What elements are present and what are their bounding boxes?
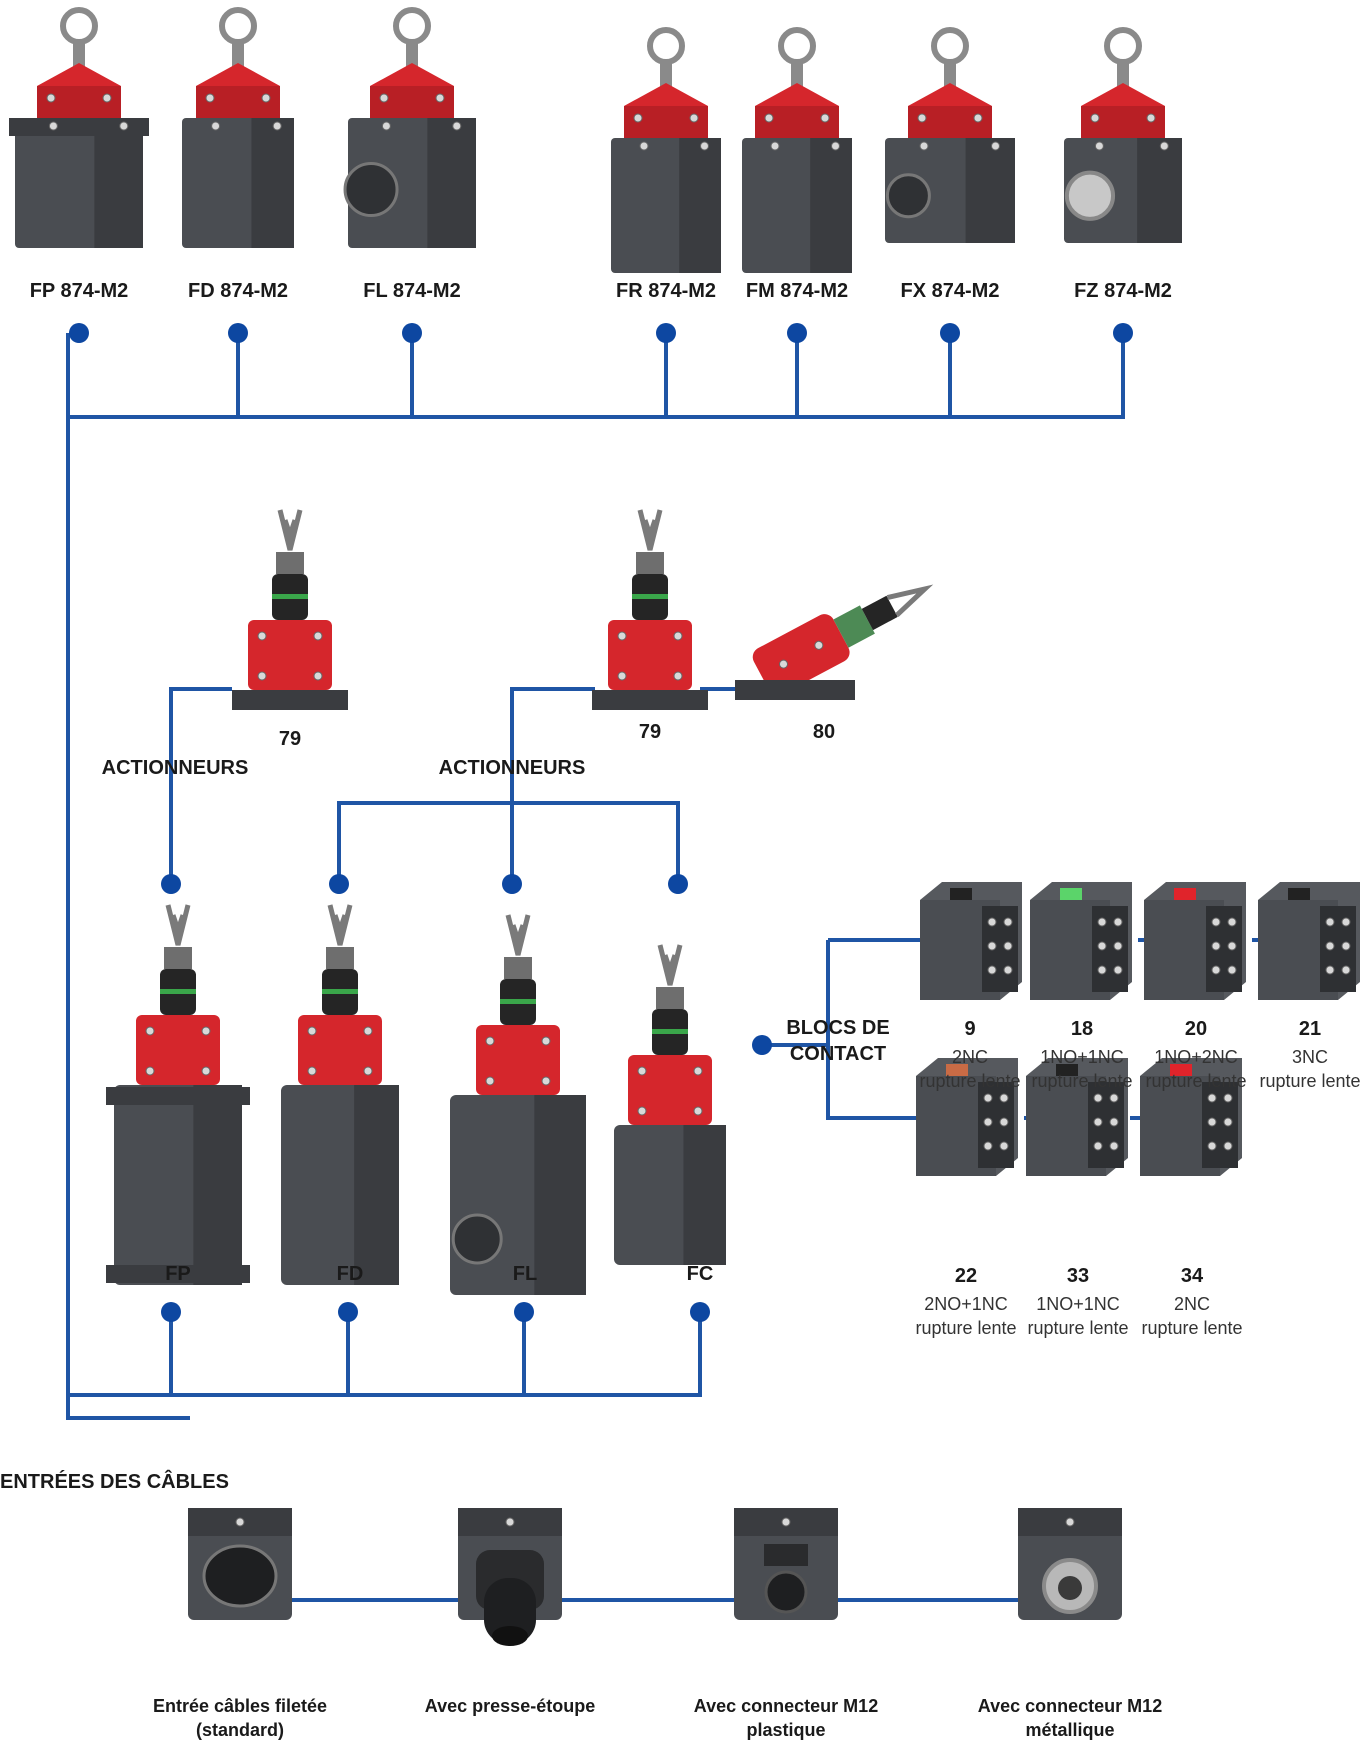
switch-ring-icon bbox=[9, 10, 149, 248]
actuators-right-title: ACTIONNEURS bbox=[439, 757, 586, 779]
model-connector-dot bbox=[787, 323, 807, 343]
contact-block-type: rupture lente bbox=[1145, 1071, 1246, 1091]
actuator-right-line bbox=[512, 689, 595, 884]
product-images bbox=[9, 10, 1360, 1646]
contact-block-type: rupture lente bbox=[915, 1318, 1016, 1338]
cable-entry-label: (standard) bbox=[196, 1720, 284, 1740]
model-label: FD 874-M2 bbox=[188, 280, 288, 302]
model-label: FM 874-M2 bbox=[746, 280, 848, 302]
switch-ring-icon bbox=[742, 30, 852, 273]
actuator-left-dot bbox=[161, 874, 181, 894]
threaded-entry-icon bbox=[188, 1508, 292, 1620]
model-label: FX 874-M2 bbox=[901, 280, 1000, 302]
contact-block-icon bbox=[1258, 882, 1360, 1000]
top-bus-line bbox=[68, 333, 1123, 417]
contact-block-code: 21 bbox=[1299, 1018, 1321, 1040]
contact-block-icon bbox=[1030, 882, 1132, 1000]
contact-block-code: 18 bbox=[1071, 1018, 1093, 1040]
model-label: FZ 874-M2 bbox=[1074, 280, 1172, 302]
contact-block-config: 1NO+1NC bbox=[1040, 1047, 1124, 1067]
cable-entry-label: Avec connecteur M12 bbox=[978, 1696, 1162, 1716]
body-label: FL bbox=[513, 1263, 537, 1285]
contact-block-code: 34 bbox=[1181, 1265, 1204, 1287]
model-label: FR 874-M2 bbox=[616, 280, 716, 302]
actuator-code-label: 80 bbox=[813, 721, 835, 743]
actuator-79-right-icon bbox=[592, 510, 708, 710]
body-bus-line bbox=[68, 1312, 700, 1395]
switch-ring-icon bbox=[611, 30, 721, 273]
switch-ring-icon bbox=[885, 30, 1015, 243]
actuator-right-dot bbox=[668, 874, 688, 894]
body-label: FD bbox=[337, 1263, 364, 1285]
body-label: FC bbox=[687, 1263, 714, 1285]
m12-plastic-connector-icon bbox=[734, 1508, 838, 1620]
contact-blocks-title: CONTACT bbox=[790, 1043, 886, 1065]
contact-block-icon bbox=[1144, 882, 1246, 1000]
contact-block-config: 1NO+1NC bbox=[1036, 1294, 1120, 1314]
body-connector-dot bbox=[514, 1302, 534, 1322]
switch-fl-body-icon bbox=[450, 915, 586, 1295]
contact-block-code: 33 bbox=[1067, 1265, 1089, 1287]
actuator-80-icon bbox=[749, 566, 937, 699]
actuator-right-dot bbox=[502, 874, 522, 894]
body-connector-dot bbox=[338, 1302, 358, 1322]
contact-block-config: 3NC bbox=[1292, 1047, 1328, 1067]
cable-entry-label: Avec connecteur M12 bbox=[694, 1696, 878, 1716]
switch-ring-icon bbox=[345, 10, 476, 248]
contact-block-code: 20 bbox=[1185, 1018, 1207, 1040]
actuator-base-icon bbox=[735, 680, 855, 700]
switch-fp-body-icon bbox=[106, 905, 250, 1285]
model-connector-dot bbox=[402, 323, 422, 343]
contact-block-code: 22 bbox=[955, 1265, 977, 1287]
model-connector-dot bbox=[1113, 323, 1133, 343]
actuator-code-label: 79 bbox=[639, 721, 661, 743]
m12-metal-connector-icon bbox=[1018, 1508, 1122, 1620]
model-connector-dot bbox=[940, 323, 960, 343]
contact-block-icon bbox=[920, 882, 1022, 1000]
actuator-79-left-icon bbox=[232, 510, 348, 710]
contact-block-config: 1NO+2NC bbox=[1154, 1047, 1238, 1067]
actuators-left-title: ACTIONNEURS bbox=[102, 757, 249, 779]
contact-block-config: 2NC bbox=[1174, 1294, 1210, 1314]
cable-entry-label: plastique bbox=[746, 1720, 825, 1740]
actuator-code-label: 79 bbox=[279, 728, 301, 750]
switch-fd-body-icon bbox=[281, 905, 399, 1285]
contact-block-code: 9 bbox=[964, 1018, 975, 1040]
cable-entry-label: Entrée câbles filetée bbox=[153, 1696, 327, 1716]
contact-block-config: 2NC bbox=[952, 1047, 988, 1067]
contact-block-dot bbox=[752, 1035, 772, 1055]
switch-ring-icon bbox=[1064, 30, 1182, 243]
actuator-right-dot bbox=[329, 874, 349, 894]
body-connector-dot bbox=[690, 1302, 710, 1322]
contact-block-type: rupture lente bbox=[1031, 1071, 1132, 1091]
model-connector-dot bbox=[69, 323, 89, 343]
model-label: FP 874-M2 bbox=[30, 280, 129, 302]
cable-entry-label: Avec presse-étoupe bbox=[425, 1696, 595, 1716]
switch-ring-icon bbox=[182, 10, 294, 248]
model-connector-dot bbox=[228, 323, 248, 343]
actuator-split-line bbox=[339, 803, 678, 884]
actuator-left-line bbox=[171, 689, 232, 884]
contact-block-type: rupture lente bbox=[919, 1071, 1020, 1091]
contact-block-type: rupture lente bbox=[1141, 1318, 1242, 1338]
contact-blocks-title: BLOCS DE bbox=[786, 1017, 889, 1039]
cable-gland-icon bbox=[458, 1508, 562, 1646]
contact-block-config: 2NO+1NC bbox=[924, 1294, 1008, 1314]
body-label: FP bbox=[165, 1263, 191, 1285]
model-connector-dot bbox=[656, 323, 676, 343]
contact-block-type: rupture lente bbox=[1259, 1071, 1360, 1091]
cable-entries-title: ENTRÉES DES CÂBLES bbox=[0, 1469, 229, 1493]
model-label: FL 874-M2 bbox=[363, 280, 460, 302]
contact-block-type: rupture lente bbox=[1027, 1318, 1128, 1338]
cable-entry-label: métallique bbox=[1025, 1720, 1114, 1740]
switch-fc-body-icon bbox=[614, 945, 726, 1265]
body-connector-dot bbox=[161, 1302, 181, 1322]
